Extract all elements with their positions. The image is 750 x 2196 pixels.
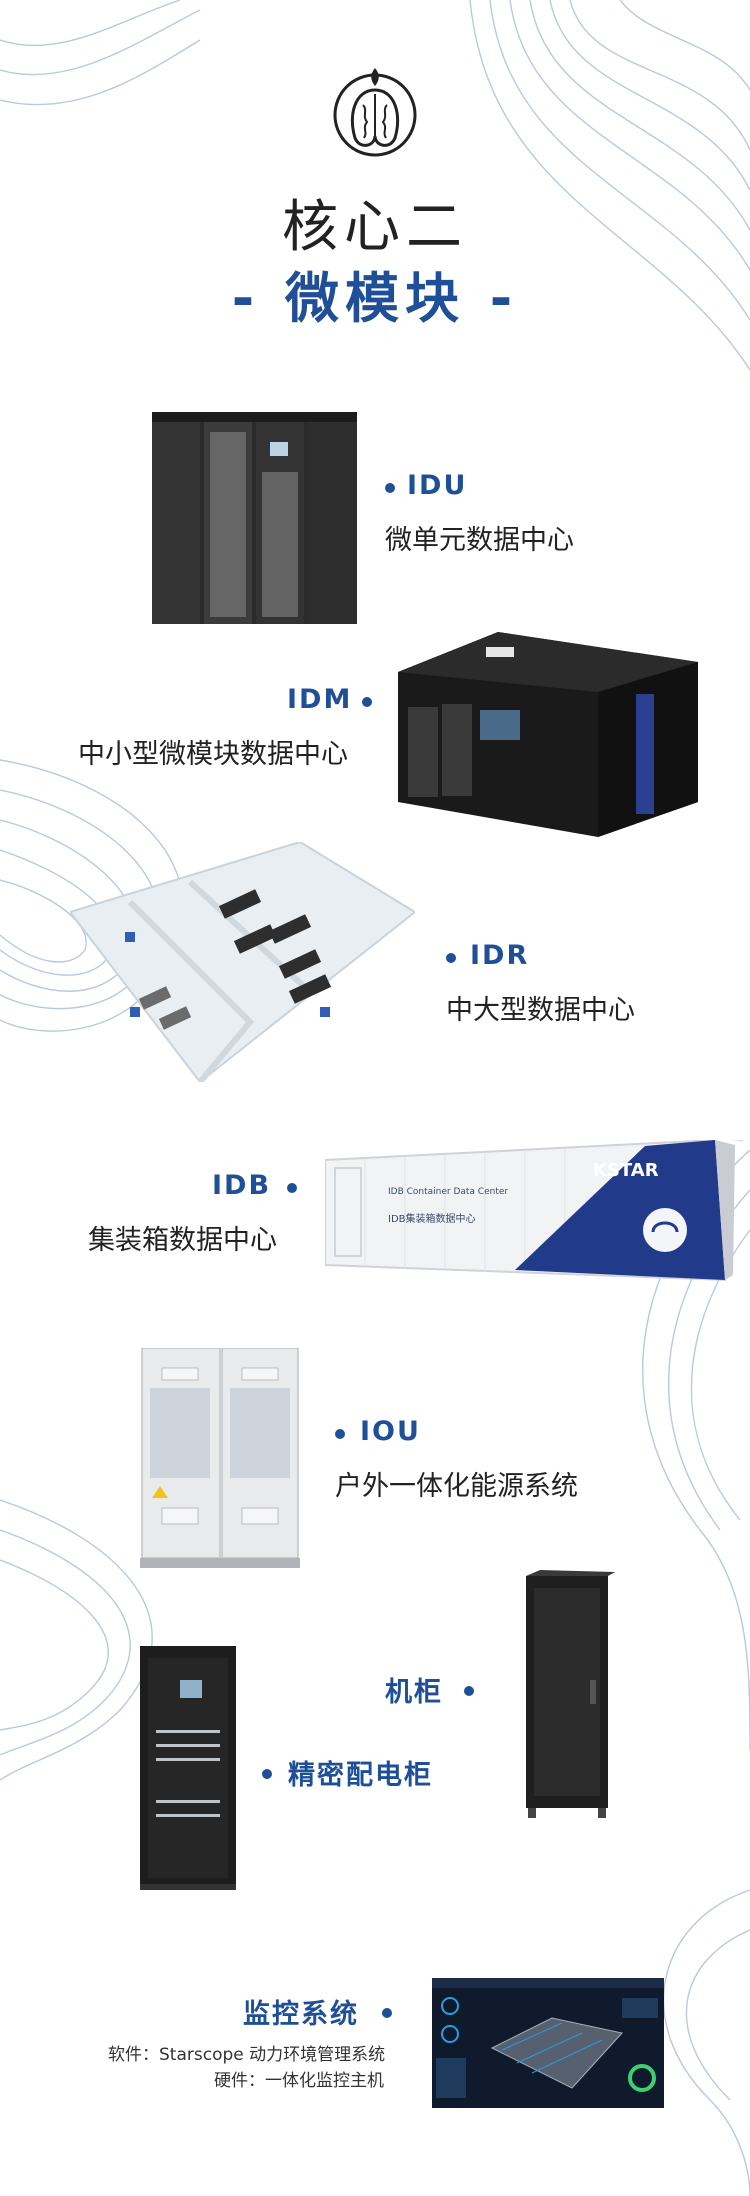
idr-code: IDR	[470, 940, 530, 971]
iou-outdoor-cabinet-image	[140, 1348, 300, 1568]
idb-container-image	[325, 1140, 744, 1282]
page-title: 核心二	[282, 195, 468, 260]
pdu-label: 精密配电柜	[288, 1760, 433, 1791]
idb-container-line2: IDB集装箱数据中心	[388, 1214, 476, 1225]
monitor-marker-dot	[382, 2008, 392, 2018]
monitor-hardware-text: 硬件：一体化监控主机	[214, 2071, 384, 2091]
idu-marker-dot	[385, 483, 395, 493]
iou-marker-dot	[335, 1429, 345, 1439]
idb-code: IDB	[212, 1170, 272, 1201]
idb-container-brand: KSTAR	[593, 1160, 659, 1181]
idm-marker-dot	[362, 697, 372, 707]
cabinet-label: 机柜	[385, 1677, 443, 1708]
idu-description: 微单元数据中心	[385, 525, 574, 556]
monitor-software-text: 软件：Starscope 动力环境管理系统	[108, 2045, 386, 2065]
iou-description: 户外一体化能源系统	[335, 1471, 578, 1502]
walnut-icon	[333, 68, 417, 157]
contour-decoration-top-left	[0, 0, 200, 106]
cabinet-marker-dot	[464, 1686, 474, 1696]
idr-floorplan-image	[70, 842, 415, 1082]
idb-container-line1: IDB Container Data Center	[388, 1187, 509, 1197]
idu-code: IDU	[407, 470, 468, 501]
idr-marker-dot	[446, 953, 456, 963]
idm-description: 中小型微模块数据中心	[78, 739, 348, 770]
cabinet-rack-image	[526, 1570, 615, 1818]
idu-cabinet-image	[152, 412, 357, 624]
idr-description: 中大型数据中心	[446, 995, 635, 1026]
idb-marker-dot	[287, 1183, 297, 1193]
monitor-dashboard-image	[432, 1978, 664, 2108]
pdu-cabinet-image	[140, 1646, 236, 1890]
iou-code: IOU	[360, 1416, 421, 1447]
pdu-marker-dot	[262, 1769, 272, 1779]
monitor-label: 监控系统	[243, 1999, 359, 2030]
idm-code: IDM	[287, 684, 353, 715]
idb-description: 集装箱数据中心	[88, 1225, 277, 1256]
idm-module-image	[398, 632, 698, 837]
page-subtitle: - 微模块 -	[231, 267, 519, 330]
